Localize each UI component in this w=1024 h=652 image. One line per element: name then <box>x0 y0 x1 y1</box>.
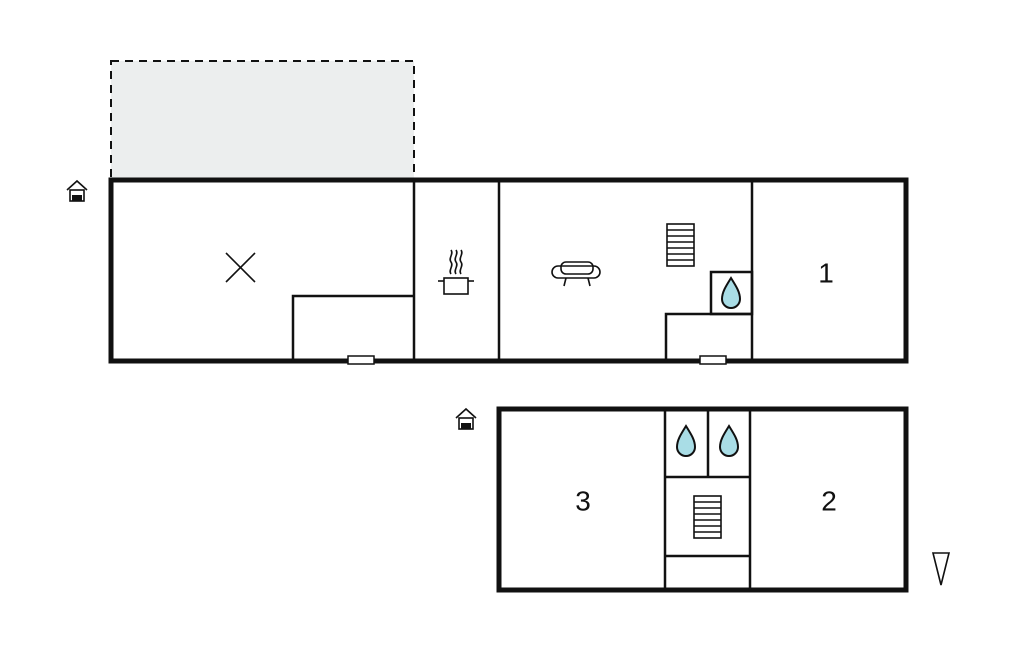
ground-floor-outer-wall <box>108 177 909 364</box>
north-arrow-icon <box>931 552 951 586</box>
water-drop-icon <box>720 276 742 309</box>
entrance-icon <box>455 407 477 430</box>
entrance-icon <box>66 179 88 202</box>
room-number-3: 3 <box>575 485 591 516</box>
room-number-2: 2 <box>821 485 837 516</box>
room-number-1: 1 <box>818 257 834 288</box>
dining-closet-wall <box>291 294 414 361</box>
window <box>699 355 727 365</box>
dining-table-icon <box>225 252 256 283</box>
terrace <box>110 60 415 181</box>
upper-floor: 3 2 <box>455 406 951 593</box>
staircase-icon <box>666 223 695 267</box>
ground-floor: 1 <box>66 60 909 365</box>
ground-stair-wall <box>664 312 752 361</box>
sofa-icon <box>551 261 601 287</box>
cooking-pot-icon <box>438 249 474 295</box>
staircase-icon <box>693 495 722 539</box>
water-drop-icon <box>675 424 697 457</box>
water-drop-icon <box>718 424 740 457</box>
upper-floor-outer-wall <box>496 406 909 593</box>
window <box>347 355 375 365</box>
